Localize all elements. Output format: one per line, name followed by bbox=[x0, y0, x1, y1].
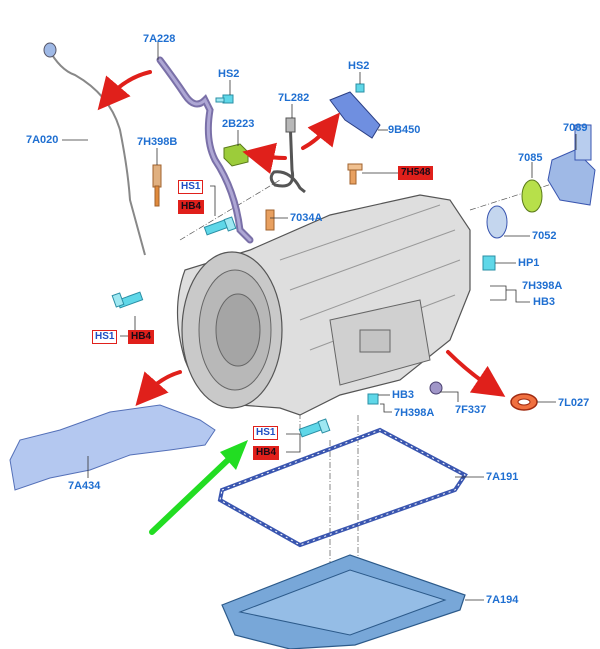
plate-9b450 bbox=[329, 91, 381, 139]
label-hb3-bottom: HB3 bbox=[392, 389, 415, 401]
label-7a020: 7A020 bbox=[26, 134, 59, 146]
bracket-2b223 bbox=[223, 143, 249, 167]
callout-hs1-upper: HS1 bbox=[178, 180, 204, 194]
label-7f337: 7F337 bbox=[455, 404, 487, 416]
bolt-hs1-lower bbox=[298, 418, 331, 438]
label-7a194: 7A194 bbox=[486, 594, 519, 606]
red-arrows bbox=[97, 70, 506, 407]
washer-7085 bbox=[521, 179, 543, 213]
bolt-hs2-right bbox=[355, 83, 365, 93]
label-7a434: 7A434 bbox=[68, 480, 101, 492]
label-2b223: 2B223 bbox=[222, 118, 255, 130]
callout-hb4-middle: HB4 bbox=[128, 330, 155, 344]
callout-hb4-upper: HB4 bbox=[178, 200, 205, 214]
label-9b450: 9B450 bbox=[388, 124, 421, 136]
bolt-hs2-top bbox=[215, 94, 234, 104]
label-7h398b: 7H398B bbox=[137, 136, 178, 148]
transmission-case bbox=[176, 194, 471, 416]
heat-shield-7a434 bbox=[9, 404, 216, 491]
callout-sensor-tag: 7H548 bbox=[398, 166, 434, 180]
green-pointer-arrow bbox=[149, 440, 248, 535]
bolt-hs1-middle bbox=[111, 291, 144, 309]
label-hp1: HP1 bbox=[518, 257, 540, 269]
callout-hs1-lower: HS1 bbox=[253, 426, 279, 440]
label-7a228: 7A228 bbox=[143, 33, 176, 45]
label-7h398a-bottom: 7H398A bbox=[394, 407, 435, 419]
sensor-7h548 bbox=[347, 163, 363, 185]
plug-7f337 bbox=[429, 381, 443, 395]
callout-hs1-middle: HS1 bbox=[92, 330, 118, 344]
label-7085: 7085 bbox=[518, 152, 543, 164]
bolt-hb3-lower bbox=[367, 393, 379, 405]
label-7052: 7052 bbox=[532, 230, 557, 242]
label-7a191: 7A191 bbox=[486, 471, 519, 483]
label-7089: 7089 bbox=[563, 122, 588, 134]
label-7034a: 7034A bbox=[290, 212, 323, 224]
sensor-7034a bbox=[265, 209, 275, 231]
bolt-hs1-upper bbox=[203, 216, 237, 236]
callout-hb4-lower: HB4 bbox=[253, 446, 280, 460]
seal-7052 bbox=[486, 205, 508, 239]
flange-7089 bbox=[547, 124, 596, 206]
label-hs2-top: HS2 bbox=[218, 68, 240, 80]
harness-7l282 bbox=[269, 117, 306, 194]
label-7h398a-right: 7H398A bbox=[522, 280, 563, 292]
label-hs2-right: HS2 bbox=[348, 60, 370, 72]
sensor-7h398b bbox=[152, 164, 162, 207]
label-7l027: 7L027 bbox=[558, 397, 590, 409]
plug-hp1 bbox=[482, 255, 496, 271]
label-7l282: 7L282 bbox=[278, 92, 310, 104]
label-hb3-right: HB3 bbox=[533, 296, 556, 308]
